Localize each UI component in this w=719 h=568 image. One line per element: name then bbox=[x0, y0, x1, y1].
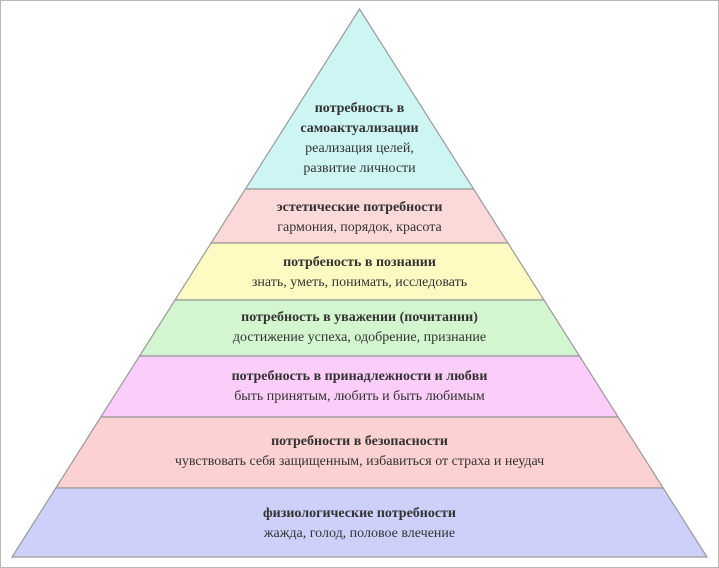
level-title: потрбеность в познании bbox=[283, 255, 436, 270]
level-title: физиологические потребности bbox=[262, 506, 457, 521]
level-title: потребность в bbox=[314, 101, 405, 116]
label-physiological: физиологические потребности жажда, голод… bbox=[0, 504, 719, 544]
label-esteem: потребность в уважении (почитании) дости… bbox=[0, 308, 719, 348]
level-description: реализация целей, bbox=[305, 141, 414, 156]
label-self-actualization: потребность в самоактуализации реализаци… bbox=[0, 99, 719, 179]
label-cognitive: потрбеность в познании знать, уметь, пон… bbox=[0, 253, 719, 293]
level-description: гармония, порядок, красота bbox=[277, 220, 442, 235]
level-description: знать, уметь, понимать, исследовать bbox=[251, 275, 468, 290]
level-title: эстетические потребности bbox=[276, 200, 443, 215]
level-description: жажда, голод, половое влечение bbox=[263, 526, 456, 541]
level-description: быть принятым, любить и быть любимым bbox=[234, 389, 485, 404]
level-title: самоактуализации bbox=[300, 121, 419, 136]
level-title: потребность в уважении (почитании) bbox=[241, 310, 478, 325]
label-belonging-love: потребность в принадлежности и любви быт… bbox=[0, 367, 719, 407]
level-description: развитие личности bbox=[303, 161, 416, 176]
label-safety: потребности в безопасности чувствовать с… bbox=[0, 432, 719, 472]
level-description: достижение успеха, одобрение, признание bbox=[232, 330, 487, 345]
level-description: чувствовать себя защищенным, избавиться … bbox=[174, 454, 545, 469]
label-aesthetic: эстетические потребности гармония, поряд… bbox=[0, 198, 719, 238]
level-title: потребности в безопасности bbox=[271, 434, 448, 449]
level-title: потребность в принадлежности и любви bbox=[231, 369, 488, 384]
level-physiological bbox=[10, 487, 709, 558]
